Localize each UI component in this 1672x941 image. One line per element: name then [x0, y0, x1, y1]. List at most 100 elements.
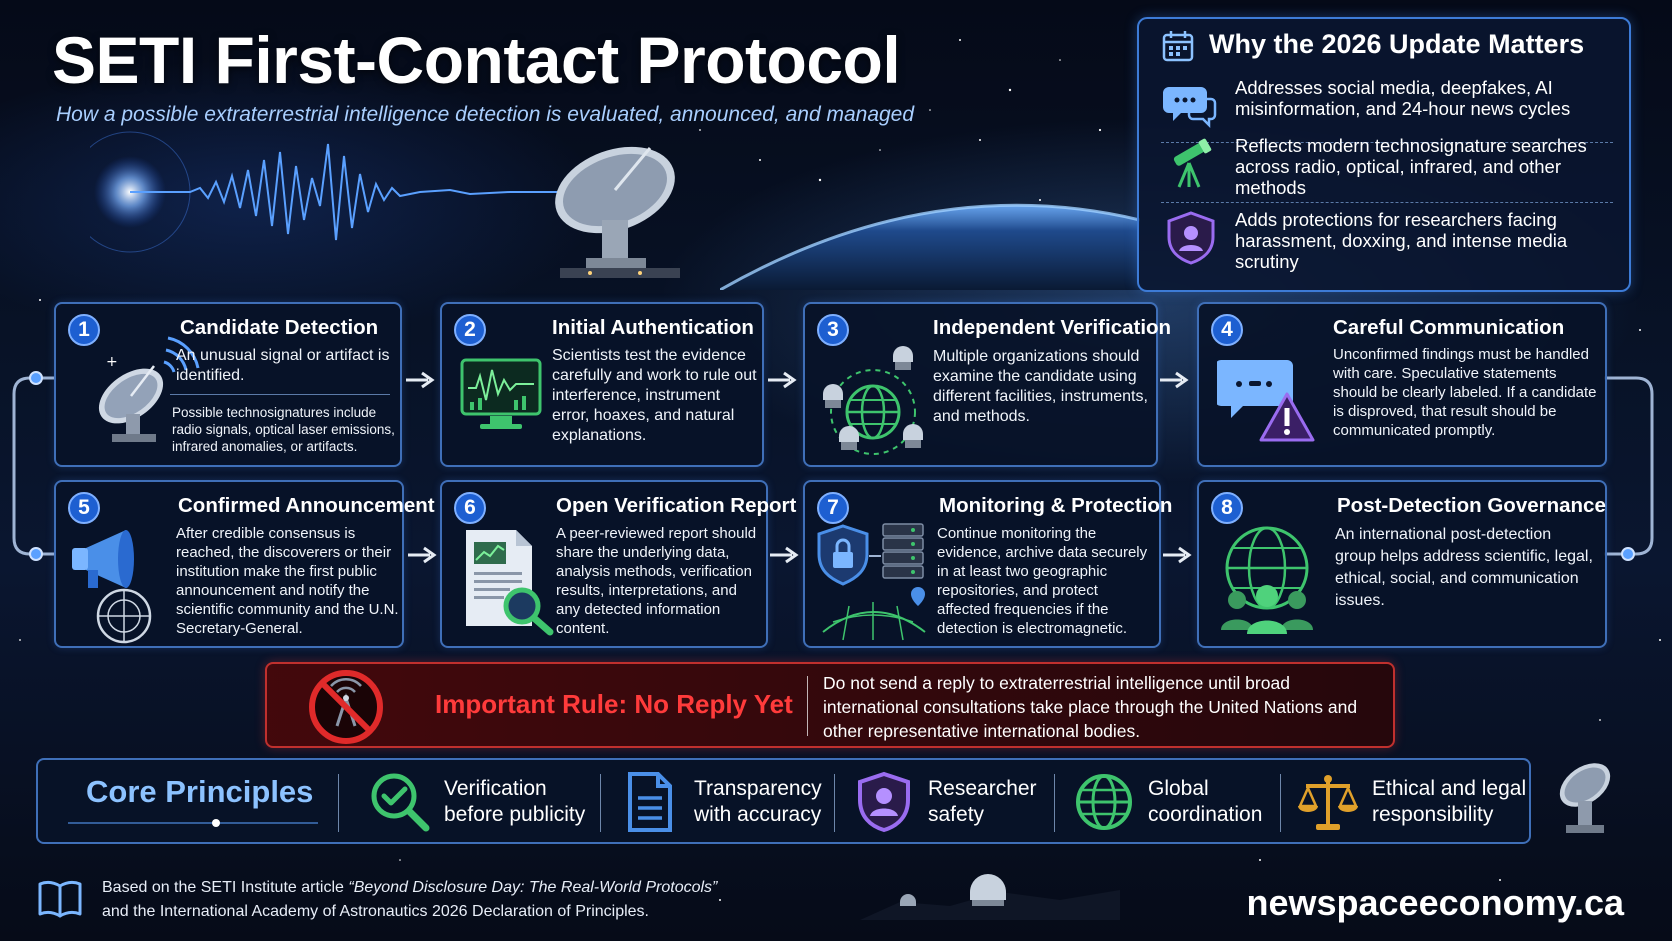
arrow-right-icon: [1160, 371, 1189, 389]
source-line-2: and the International Academy of Astrona…: [102, 903, 649, 920]
principle-item: Researcher safety: [852, 770, 1037, 834]
principle-line: with accuracy: [694, 803, 822, 826]
source-article-title: “Beyond Disclosure Day: The Real-World P…: [348, 879, 718, 896]
principle-line: Global: [1148, 777, 1209, 800]
principle-line: Verification: [444, 777, 547, 800]
divider: [834, 774, 835, 832]
principle-label: Ethical and legal responsibility: [1372, 776, 1526, 828]
source-prefix: Based on the SETI Institute article: [102, 879, 349, 896]
principle-line: coordination: [1148, 803, 1263, 826]
arrow-right-icon: [768, 371, 797, 389]
principle-item: Ethical and legal responsibility: [1296, 770, 1526, 834]
step-description: Unconfirmed findings must be handled wit…: [1333, 346, 1597, 439]
document-icon: [628, 772, 672, 832]
step-description: An international post-detection group he…: [1335, 526, 1593, 609]
step-card-8: 8 Post-Detection Governance An internati…: [1197, 480, 1607, 648]
calendar-icon: [1162, 31, 1194, 62]
step-description: A peer-reviewed report should share the …: [556, 525, 757, 637]
why-title: Why the 2026 Update Matters: [1209, 29, 1585, 59]
shield-person-icon: [858, 771, 910, 833]
rule-text: Do not send a reply to extraterrestrial …: [823, 673, 1358, 741]
why-update-panel: Why the 2026 Update Matters Addresses so…: [1137, 17, 1631, 292]
core-principles-panel: Core Principles Verification before publ…: [36, 758, 1531, 844]
step-title: Post-Detection Governance: [1337, 494, 1606, 517]
earth-horizon-icon: [720, 203, 1140, 290]
step-number: 7: [817, 492, 849, 524]
step-title: Initial Authentication: [552, 316, 754, 339]
why-item: Reflects modern technosignature searches…: [1163, 135, 1613, 198]
globe-observatories-icon: [823, 346, 923, 455]
step-description: Scientists test the evidence carefully a…: [552, 347, 757, 444]
globe-icon: [1076, 774, 1132, 830]
step-card-7: 7 Monitoring & Protection Continue monit…: [803, 480, 1172, 648]
svg-text:+: +: [106, 354, 118, 370]
source-credit: Based on the SETI Institute article “Bey…: [102, 876, 717, 924]
step-number: 1: [68, 314, 100, 346]
divider: [807, 676, 808, 736]
principle-label: Researcher safety: [928, 776, 1037, 828]
step-card-2: 2 Initial Authentication Scientists test…: [440, 302, 764, 467]
step-description: An unusual signal or artifact is identif…: [176, 347, 390, 384]
monitor-signal-icon: [460, 358, 542, 429]
step-number: 8: [1211, 492, 1243, 524]
arrow-right-icon: [408, 546, 437, 564]
principle-label: Verification before publicity: [444, 776, 585, 828]
step-title: Careful Communication: [1333, 316, 1565, 339]
report-magnifier-icon: [466, 530, 554, 636]
divider: [1054, 774, 1055, 832]
principle-label: Transparency with accuracy: [694, 776, 822, 828]
step-description: Continue monitoring the evidence, archiv…: [937, 525, 1148, 637]
step-title: Monitoring & Protection: [939, 494, 1173, 517]
step-card-3: 3 Independent Verification Multiple orga…: [803, 302, 1171, 467]
arrow-right-icon: [770, 546, 799, 564]
principle-item: Verification before publicity: [368, 770, 585, 834]
step-number: 5: [68, 492, 100, 524]
principle-line: Transparency: [694, 777, 822, 800]
shield-person-icon: [1167, 211, 1215, 265]
step-description: Multiple organizations should examine th…: [933, 348, 1148, 425]
no-reply-rule-panel: Important Rule: No Reply Yet Do not send…: [265, 662, 1395, 748]
radio-dish-icon: +: [98, 336, 200, 442]
principle-item: Transparency with accuracy: [618, 770, 822, 834]
step-number: 4: [1211, 314, 1243, 346]
principles-title: Core Principles: [86, 774, 314, 809]
megaphone-un-icon: [72, 530, 152, 644]
open-book-icon: [38, 880, 82, 918]
principle-item: Global coordination: [1072, 770, 1262, 834]
divider: [1161, 142, 1613, 143]
step-number: 3: [817, 314, 849, 346]
step-title: Confirmed Announcement: [178, 494, 435, 517]
page-title: SETI First-Contact Protocol: [52, 23, 901, 97]
scales-icon: [1298, 775, 1358, 830]
divider: [170, 394, 390, 395]
why-item-text: Reflects modern technosignature searches…: [1235, 135, 1587, 198]
principle-line: before publicity: [444, 803, 586, 826]
why-item: Adds protections for researchers facing …: [1163, 209, 1613, 272]
telescope-icon: [1173, 138, 1212, 188]
step-card-6: 6 Open Verification Report A peer-review…: [440, 480, 796, 648]
why-item: Addresses social media, deepfakes, AI mi…: [1163, 77, 1613, 133]
step-title: Independent Verification: [933, 316, 1172, 339]
why-item-text: Addresses social media, deepfakes, AI mi…: [1235, 77, 1571, 119]
check-magnifier-icon: [371, 773, 430, 832]
divider: [1161, 202, 1613, 203]
principle-line: responsibility: [1372, 803, 1494, 826]
step-card-1: 1 + Candidate Detection An unusual signa…: [54, 302, 402, 467]
step-note: Possible technosignatures include radio …: [172, 405, 395, 454]
rule-title: Important Rule: No Reply Yet: [435, 689, 793, 719]
step-card-5: 5 Confirmed Announcement After credible …: [54, 480, 435, 648]
principle-line: Researcher: [928, 777, 1037, 800]
divider: [600, 774, 601, 832]
observatory-silhouette-icon: [860, 874, 1120, 920]
sparkle-line-icon: [68, 819, 318, 827]
step-title: Open Verification Report: [556, 494, 797, 517]
divider: [338, 774, 339, 832]
speech-bubbles-icon: [1163, 87, 1217, 129]
step-number: 6: [454, 492, 486, 524]
divider: [1280, 774, 1281, 832]
arrow-right-icon: [406, 371, 435, 389]
signal-wave-icon: [90, 131, 590, 253]
why-item-text: Adds protections for researchers facing …: [1235, 209, 1568, 272]
arrow-right-icon: [1163, 546, 1192, 564]
lock-servers-icon: [817, 523, 926, 641]
